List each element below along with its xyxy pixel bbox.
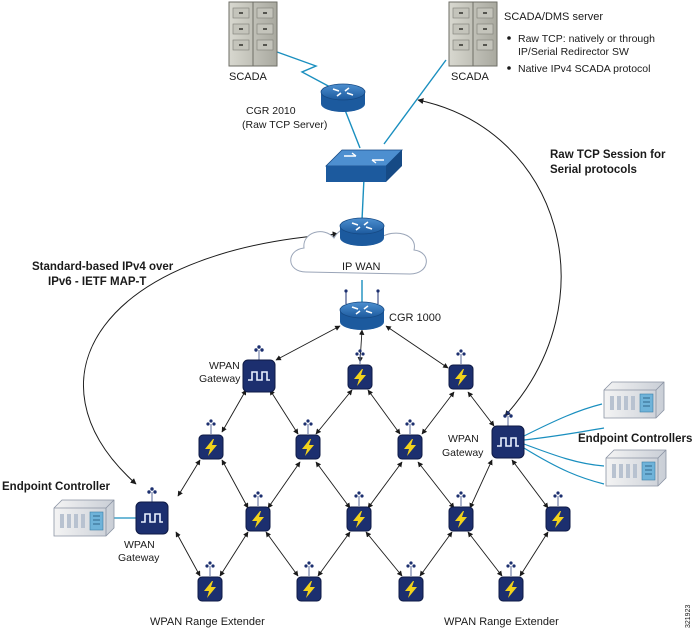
cgr2010-label-line1: CGR 2010 bbox=[246, 105, 296, 117]
mesh-node bbox=[398, 560, 424, 602]
cgr2010-to-switch bbox=[344, 109, 361, 149]
mesh-node bbox=[545, 490, 571, 532]
raw-tcp-session-arrow bbox=[417, 98, 562, 417]
wpan-gateway-top-line2: Gateway bbox=[199, 373, 241, 385]
scada-right-label: SCADA bbox=[451, 71, 490, 83]
cgr2010-router bbox=[320, 83, 366, 113]
raw-tcp-line1: Raw TCP Session for bbox=[550, 149, 666, 161]
scada-left-server bbox=[228, 1, 278, 67]
figure-id: 321923 bbox=[685, 605, 692, 628]
server-to-switch bbox=[383, 59, 447, 145]
mesh-node bbox=[295, 418, 321, 460]
mesh-node bbox=[448, 348, 474, 390]
mesh-node bbox=[245, 490, 271, 532]
server-title: SCADA/DMS server bbox=[504, 11, 603, 23]
std-line2: IPv6 - IETF MAP-T bbox=[48, 276, 146, 288]
endpoint-controller-label: Endpoint Controller bbox=[2, 481, 110, 493]
cgr2010-label-line2: (Raw TCP Server) bbox=[242, 119, 327, 131]
endpoint-controller-bottom-right bbox=[605, 449, 667, 487]
controller-links bbox=[92, 403, 605, 519]
mesh-node bbox=[448, 490, 474, 532]
wpan-gateway-left-line2: Gateway bbox=[118, 552, 160, 564]
mesh-node bbox=[397, 418, 423, 460]
std-line1: Standard-based IPv4 over bbox=[32, 261, 174, 273]
bullet2: Native IPv4 SCADA protocol bbox=[518, 63, 650, 75]
layer3-switch bbox=[325, 149, 403, 182]
wpan-gateway-top-line1: WPAN bbox=[209, 360, 240, 372]
cgr1000-label: CGR 1000 bbox=[389, 312, 441, 324]
wpan-gateway-right-line1: WPAN bbox=[448, 433, 479, 445]
wpan-gateway-left bbox=[135, 486, 169, 535]
bullet1-line1: Raw TCP: natively or through bbox=[518, 33, 655, 45]
wpan-gateway-right-line2: Gateway bbox=[442, 447, 484, 459]
mesh-links bbox=[175, 325, 549, 577]
wpan-gateway-top bbox=[242, 344, 276, 393]
raw-tcp-line2: Serial protocols bbox=[550, 164, 637, 176]
switch-to-wan-router bbox=[361, 177, 365, 221]
scada-left-link bbox=[265, 47, 333, 89]
range-extender-right-label: WPAN Range Extender bbox=[444, 616, 559, 628]
endpoint-controller-top-right bbox=[603, 381, 665, 419]
mesh-node bbox=[198, 418, 224, 460]
cgr1000-router bbox=[339, 289, 385, 331]
endpoint-controller-left bbox=[53, 499, 115, 537]
endpoint-controllers-label: Endpoint Controllers bbox=[578, 433, 692, 445]
bullet-dot bbox=[507, 66, 511, 70]
wpan-gateway-left-line1: WPAN bbox=[124, 539, 155, 551]
wpan-gateway-right bbox=[491, 410, 525, 459]
mesh-node bbox=[197, 560, 223, 602]
wan-router bbox=[339, 217, 385, 247]
mesh-node bbox=[347, 348, 373, 390]
bullet-dot bbox=[507, 36, 511, 40]
mesh-node bbox=[296, 560, 322, 602]
mesh-node bbox=[346, 490, 372, 532]
scada-left-label: SCADA bbox=[229, 71, 268, 83]
range-extender-left-label: WPAN Range Extender bbox=[150, 616, 265, 628]
map-t-arrow bbox=[83, 231, 339, 485]
ip-wan-label: IP WAN bbox=[342, 261, 381, 273]
mesh-node bbox=[498, 560, 524, 602]
bullet1-line2: IP/Serial Redirector SW bbox=[518, 46, 629, 58]
scada-right-server bbox=[448, 1, 498, 67]
